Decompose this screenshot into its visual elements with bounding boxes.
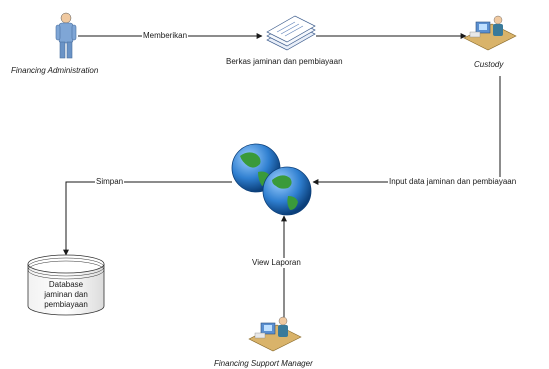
manager-label: Financing Support Manager	[214, 359, 313, 368]
workstation-icon	[248, 316, 302, 352]
edge-label-simpan: Simpan	[95, 177, 125, 187]
workstation-icon	[463, 15, 517, 51]
database-icon	[27, 254, 105, 316]
database-label-line: Database	[48, 280, 84, 289]
documents-icon	[266, 15, 316, 51]
edge-label-memberikan: Memberikan	[142, 31, 189, 41]
edge-label-input: Input data jaminan dan pembiayaan	[388, 177, 518, 187]
custody-label: Custody	[474, 60, 504, 69]
admin-label: Financing Administration	[11, 66, 99, 75]
documents-label: Berkas jaminan dan pembiayaan	[226, 57, 343, 66]
person-icon	[55, 12, 77, 59]
globe-icon	[231, 143, 312, 216]
database-label-line: jaminan dan	[44, 290, 88, 299]
database-label-line: pembiayaan	[44, 300, 88, 309]
edge-input	[312, 76, 501, 185]
edge-label-view-laporan: View Laporan	[251, 258, 302, 268]
edge-simpan	[63, 181, 232, 256]
